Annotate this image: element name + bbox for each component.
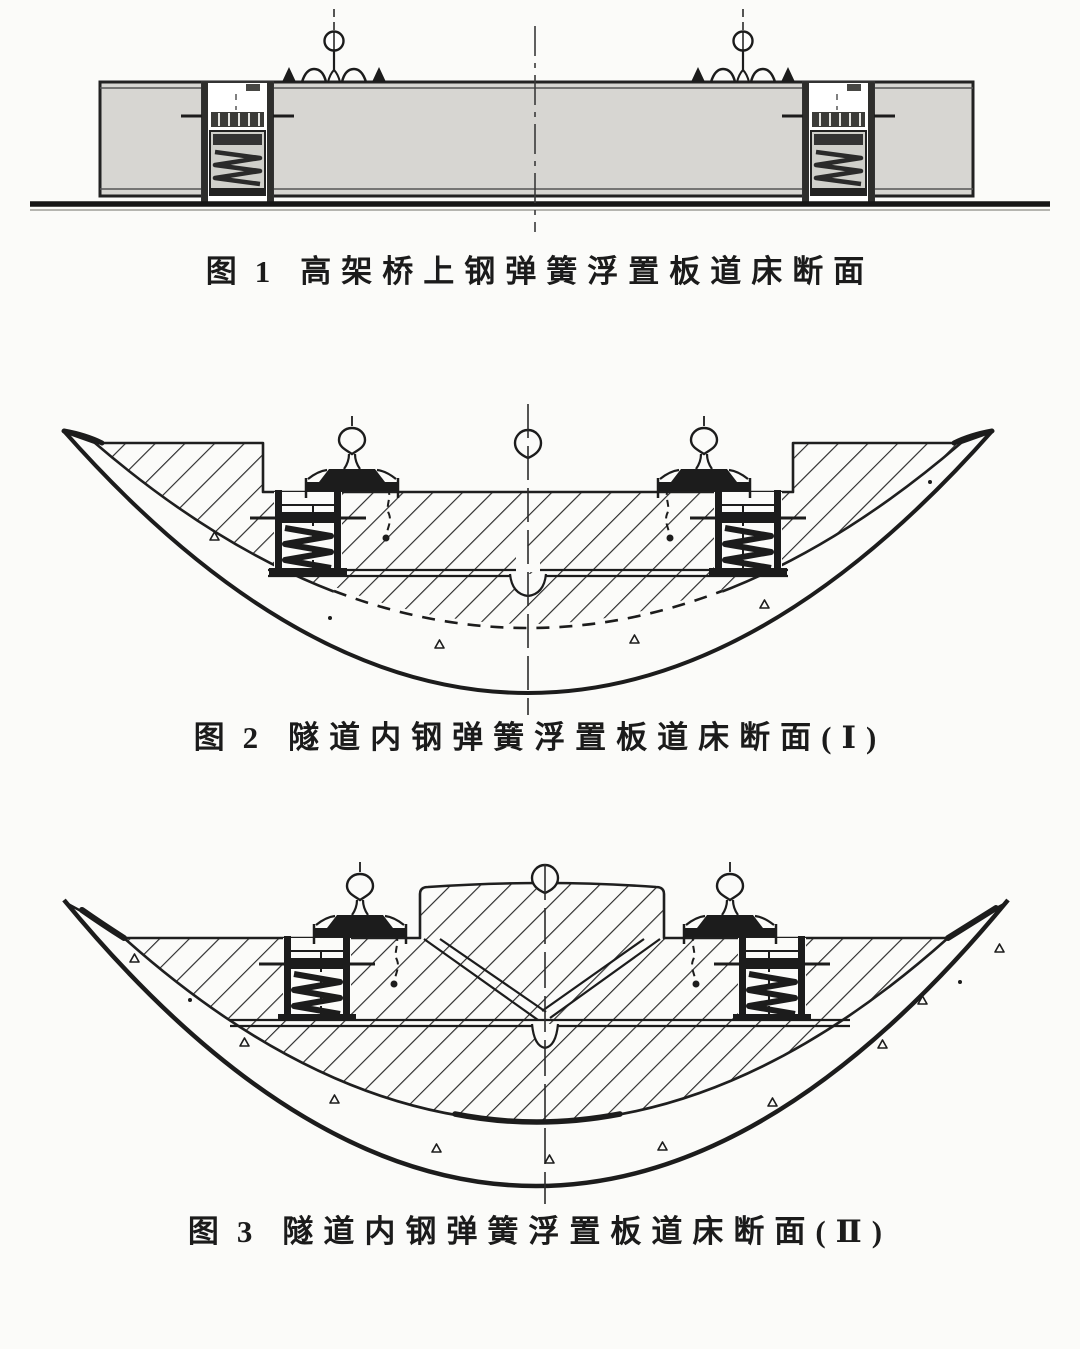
rail-fastener-left: [280, 6, 388, 84]
fig2-number: 2: [242, 720, 259, 755]
fig1-title: 高架桥上钢弹簧浮置板道床断面: [300, 254, 875, 289]
rail-fastener-right: [689, 6, 797, 84]
fig2-tunnel-section-drawing: [61, 404, 995, 715]
ground-line: [30, 201, 1050, 211]
fig1-number: 1: [254, 254, 271, 289]
tunnel-lining: [62, 898, 1010, 1189]
center-drain-slopes: [423, 938, 661, 1021]
floating-slab-bed: [122, 881, 950, 1125]
fig2-label: 图: [193, 720, 227, 755]
fig1-bridge-section-drawing: [30, 6, 1050, 232]
fig3-label: 图: [187, 1214, 221, 1249]
aggregate-specks: [209, 480, 932, 649]
fig3-number: 3: [236, 1214, 253, 1249]
aggregate-specks: [129, 943, 1005, 1164]
tunnel-lining: [61, 428, 995, 695]
fig2-title: 隧道内钢弹簧浮置板道床断面(Ⅰ): [288, 720, 887, 755]
fig3-tunnel-section-drawing: [62, 860, 1010, 1204]
fig3-title: 隧道内钢弹簧浮置板道床断面(Ⅱ): [282, 1214, 893, 1249]
fig1-label: 图: [205, 254, 239, 289]
hidden-joint-dashed: [333, 589, 723, 630]
